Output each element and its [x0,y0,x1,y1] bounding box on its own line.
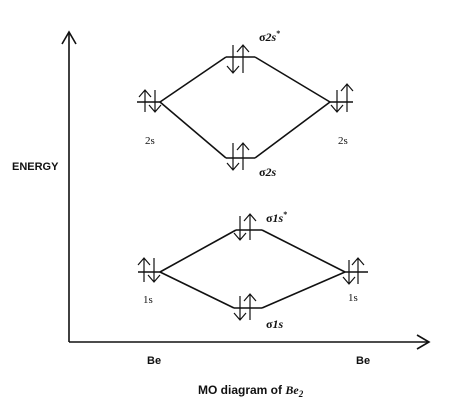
orbital-subscript: 2s [265,165,277,179]
x-label-right: Be [356,355,370,367]
electron-pair-1s-right [342,257,365,285]
sigma-symbol: σ [259,165,266,179]
down-arrow-icon [233,216,247,241]
caption-subscript: 2 [298,389,304,399]
connector-1s-left-to-bonding [159,271,235,309]
caption: MO diagram of Be2 [198,383,304,399]
electron-pair-sigma2s-star [226,44,250,74]
connector-bonding-to-1s-right [261,271,346,309]
down-arrow-icon [147,258,161,283]
connector-1s-left-to-antibonding [159,229,237,273]
down-arrow-icon [233,296,247,321]
electron-pair-sigma2s [226,142,250,171]
ao-label-2s-right: 2s [338,135,348,147]
caption-prefix: MO diagram of [198,383,285,397]
upper-2s-diamond [137,44,354,171]
ao-label-1s-left: 1s [143,294,153,306]
up-arrow-icon [243,213,257,240]
sigma-symbol: σ [266,211,273,225]
electron-pair-2s-left [138,89,162,113]
energy-axis-arrowhead [61,30,77,45]
orbital-subscript: 1s [273,317,284,331]
mo-label-sigma1s: σ1s [266,317,284,331]
down-arrow-icon [342,260,356,285]
antibonding-star: * [276,29,280,38]
mo-label-sigma1s-star: σ1s* [266,210,287,225]
electron-pair-sigma1s [233,293,257,321]
sigma-symbol: σ [266,317,273,331]
connector-antibonding-to-1s-right [261,229,346,273]
orbital-subscript: 2s [265,30,277,44]
electron-pair-sigma1s-star [233,213,257,241]
connector-antibonding-to-2s-right [254,56,331,103]
ao-label-2s-left: 2s [145,135,155,147]
down-arrow-icon [226,45,240,74]
x-label-left: Be [147,355,161,367]
connector-2s-left-to-bonding [159,101,227,159]
caption-molecule: Be [284,383,299,397]
lower-1s-diamond [137,213,368,321]
antibonding-star: * [283,210,287,219]
electron-pair-2s-right [330,83,354,113]
sigma-symbol: σ [259,30,266,44]
down-arrow-icon [226,143,240,171]
up-arrow-icon [243,293,257,320]
energy-axis-label: ENERGY [12,161,59,173]
up-arrow-icon [340,83,354,112]
down-arrow-icon [330,90,344,113]
up-arrow-icon [236,44,250,73]
down-arrow-icon [148,90,162,113]
ao-label-1s-right: 1s [348,292,358,304]
up-arrow-icon [137,257,151,282]
connector-bonding-to-2s-right [254,101,331,159]
x-axis-arrowhead [416,334,431,350]
mo-label-sigma2s: σ2s [259,165,277,179]
up-arrow-icon [138,89,152,112]
mo-label-sigma2s-star: σ2s* [259,29,280,44]
up-arrow-icon [351,257,365,284]
up-arrow-icon [236,142,250,170]
orbital-subscript: 1s [273,211,284,225]
electron-pair-1s-left [137,257,161,283]
connector-2s-left-to-antibonding [159,56,227,103]
